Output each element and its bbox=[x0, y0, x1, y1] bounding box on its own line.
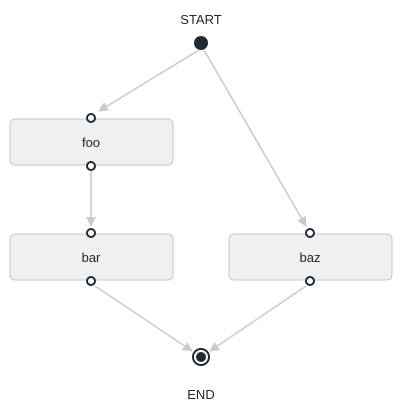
edge-baz-end bbox=[209, 285, 307, 352]
node-bar-output-port[interactable] bbox=[86, 276, 96, 286]
start-label: START bbox=[180, 12, 221, 27]
node-foo-label: foo bbox=[82, 135, 100, 150]
start-dot bbox=[194, 36, 208, 50]
end-terminal[interactable]: END bbox=[187, 348, 215, 402]
edge-start-baz bbox=[203, 49, 307, 227]
end-inner-dot bbox=[196, 352, 206, 362]
node-foo-output-port[interactable] bbox=[86, 161, 96, 171]
node-foo[interactable]: foo bbox=[9, 113, 174, 171]
end-label: END bbox=[187, 387, 214, 402]
edge-bar-end bbox=[94, 285, 193, 352]
node-foo-input-port[interactable] bbox=[86, 113, 96, 123]
node-bar-label: bar bbox=[82, 250, 101, 265]
edge-start-foo bbox=[98, 49, 200, 112]
node-baz-input-port[interactable] bbox=[305, 228, 315, 238]
edges bbox=[86, 49, 307, 352]
node-bar[interactable]: bar bbox=[9, 228, 174, 286]
node-bar-input-port[interactable] bbox=[86, 228, 96, 238]
node-baz-label: baz bbox=[300, 250, 321, 265]
node-baz-output-port[interactable] bbox=[305, 276, 315, 286]
start-terminal[interactable]: START bbox=[180, 12, 222, 50]
node-baz[interactable]: baz bbox=[228, 228, 393, 286]
